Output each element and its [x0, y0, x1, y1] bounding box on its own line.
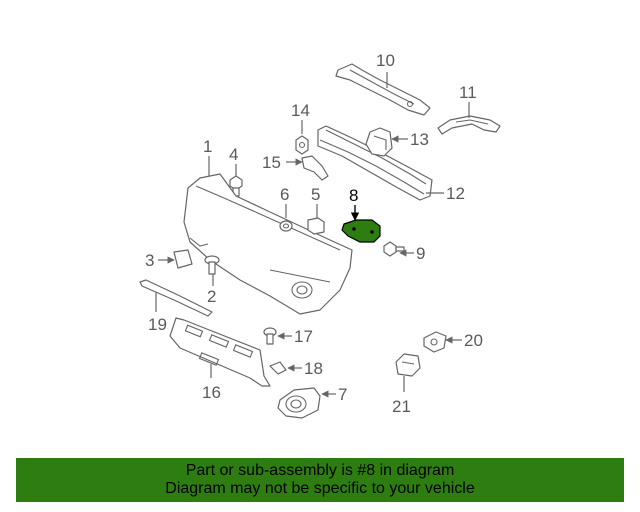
label-6: 6: [280, 185, 289, 204]
label-20: 20: [464, 331, 483, 350]
label-3: 3: [145, 251, 154, 270]
part-20-bracket: [423, 331, 447, 353]
label-11: 11: [459, 83, 477, 102]
part-8-bracket-highlighted: [341, 219, 381, 243]
label-19: 19: [148, 315, 167, 334]
part-11-bracket: [437, 115, 501, 135]
label-1: 1: [203, 137, 212, 156]
part-14-nut: [295, 135, 309, 155]
part-2-screw: [204, 255, 220, 275]
part-17-screw: [263, 327, 277, 345]
part-19-molding: [139, 279, 213, 317]
part-12-absorber: [317, 125, 433, 201]
label-18: 18: [304, 359, 323, 378]
label-2: 2: [207, 287, 216, 306]
part-15-clip: [301, 155, 329, 181]
label-5: 5: [311, 185, 320, 204]
part-5-clip: [307, 217, 325, 235]
part-3-plate: [173, 249, 193, 269]
label-17: 17: [294, 327, 313, 346]
label-21: 21: [392, 397, 411, 416]
label-13: 13: [410, 130, 429, 149]
part-10-reinforcement: [335, 63, 431, 116]
part-7-fog-lamp: [277, 387, 321, 419]
label-16: 16: [202, 383, 221, 402]
part-9-bolt: [383, 241, 405, 257]
part-16-lower-grille: [169, 317, 271, 387]
label-15: 15: [262, 153, 281, 172]
banner-line-1: Part or sub-assembly is #8 in diagram: [185, 462, 455, 479]
part-21-bracket: [395, 353, 421, 377]
label-12: 12: [446, 184, 465, 203]
label-4: 4: [229, 145, 238, 164]
part-13-bracket: [365, 127, 393, 157]
label-14: 14: [291, 101, 310, 120]
label-9: 9: [416, 244, 425, 263]
label-10: 10: [376, 51, 395, 70]
info-banner: Part or sub-assembly is #8 in diagram Di…: [16, 458, 624, 502]
label-8: 8: [349, 186, 358, 205]
part-6-grommet: [279, 220, 293, 232]
label-7: 7: [338, 385, 347, 404]
banner-line-2: Diagram may not be specific to your vehi…: [165, 480, 475, 497]
part-18-clip: [269, 361, 287, 375]
